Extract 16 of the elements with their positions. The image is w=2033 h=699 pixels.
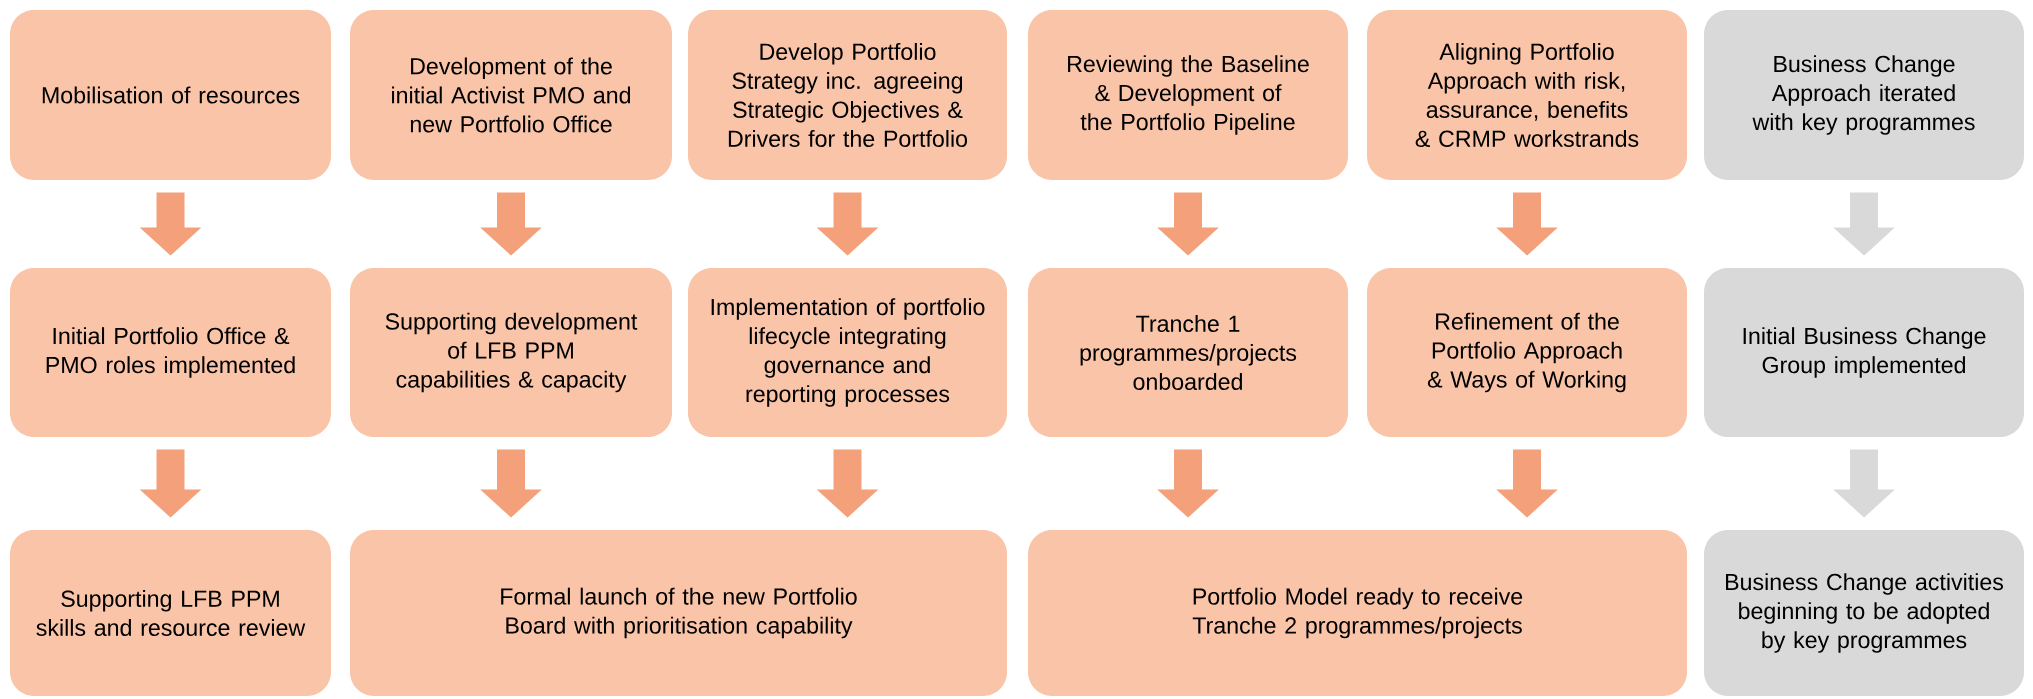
process-box: Mobilisation of resources [10, 10, 331, 180]
process-box: Portfolio Model ready to receive Tranche 2 programmes/projects [1028, 530, 1687, 696]
process-box: Tranche 1 programmes/projects onboarded [1028, 268, 1348, 437]
process-box: Initial Business Change Group implemented [1704, 268, 2024, 437]
process-box: Formal launch of the new Portfolio Board with prioritisation capability [350, 530, 1007, 696]
process-box: Refinement of the Portfolio Approach & Ways of Working [1367, 268, 1687, 437]
process-box: Supporting development of LFB PPM capabilities & capacity [350, 268, 672, 437]
process-box: Supporting LFB PPM skills and resource review [10, 530, 331, 696]
process-box: Reviewing the Baseline & Development of the Portfolio Pipeline [1028, 10, 1348, 180]
process-box: Business Change activities beginning to be adopted by key programmes [1704, 530, 2024, 696]
process-box: Development of the initial Activist PMO and new Portfolio Office [350, 10, 672, 180]
process-box: Implementation of portfolio lifecycle integrating governance and reporting processes [688, 268, 1007, 437]
process-box: Initial Portfolio Office & PMO roles implemented [10, 268, 331, 437]
process-box: Aligning Portfolio Approach with risk, assurance, benefits & CRMP workstrands [1367, 10, 1687, 180]
process-box: Business Change Approach iterated with key programmes [1704, 10, 2024, 180]
process-box: Develop Portfolio Strategy inc. agreeing Strategic Objectives & Drivers for the Portfolio [688, 10, 1007, 180]
